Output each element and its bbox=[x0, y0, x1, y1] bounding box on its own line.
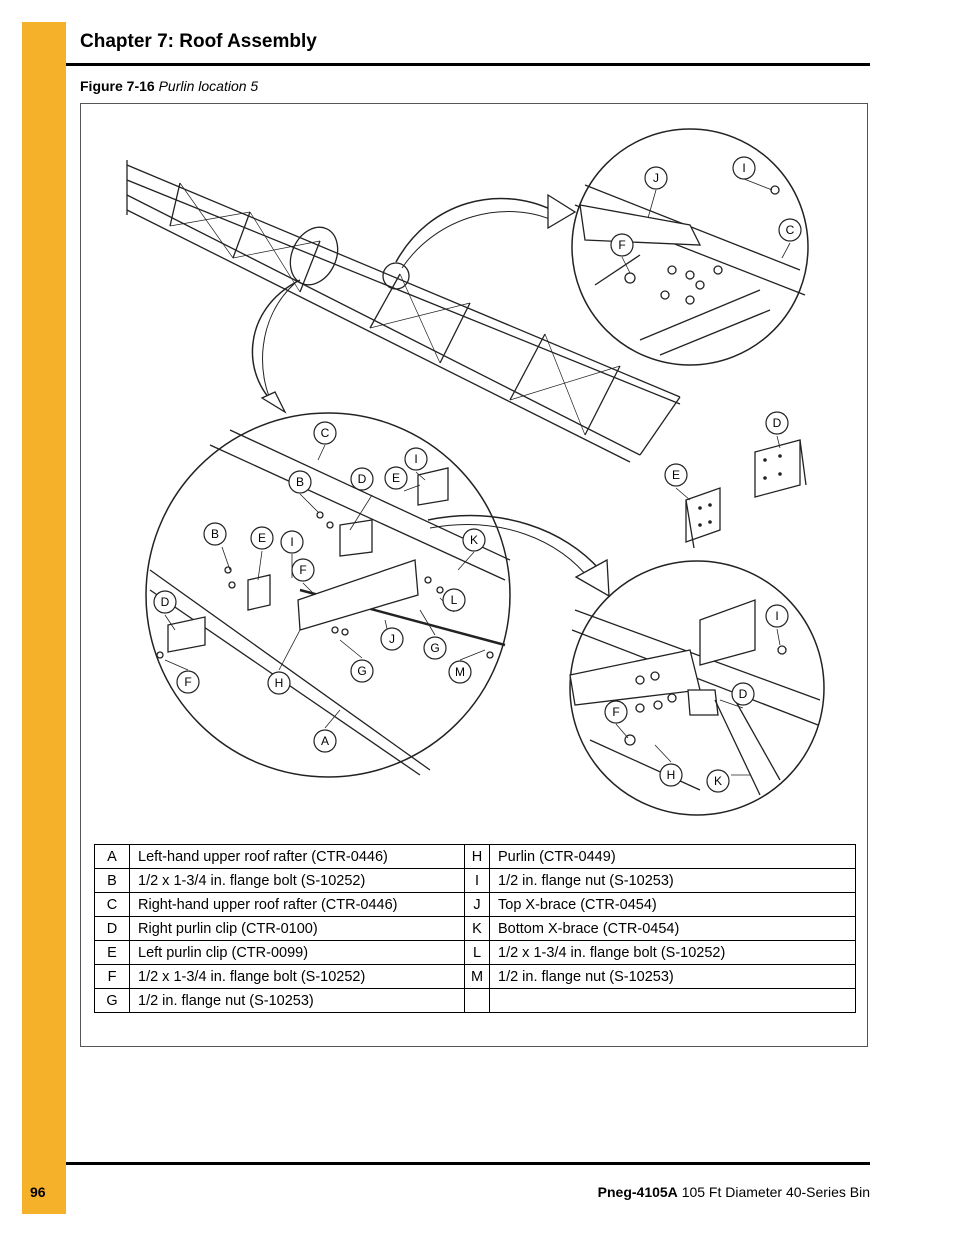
callout-f: F bbox=[618, 238, 625, 252]
callout-f: F bbox=[612, 705, 619, 719]
part-description: Bottom X-brace (CTR-0454) bbox=[489, 916, 856, 941]
header-rule bbox=[66, 63, 870, 66]
callout-d: D bbox=[358, 472, 367, 486]
callout-f: F bbox=[299, 563, 306, 577]
part-description: Left-hand upper roof rafter (CTR-0446) bbox=[129, 844, 465, 869]
footer-document-title: Pneg-4105A 105 Ft Diameter 40-Series Bin bbox=[598, 1184, 870, 1200]
part-key: K bbox=[464, 916, 490, 941]
figure-caption: Figure 7-16 Purlin location 5 bbox=[80, 78, 258, 94]
callout-e: E bbox=[672, 468, 680, 482]
part-description: Left purlin clip (CTR-0099) bbox=[129, 940, 465, 965]
part-key: I bbox=[464, 868, 490, 893]
callout-a: A bbox=[321, 734, 329, 748]
part-key: L bbox=[464, 940, 490, 965]
callout-h: H bbox=[275, 676, 284, 690]
part-description: 1/2 in. flange nut (S-10253) bbox=[489, 964, 856, 989]
callout-d: D bbox=[161, 595, 170, 609]
document-code: Pneg-4105A bbox=[597, 1184, 678, 1200]
callout-i: I bbox=[414, 452, 417, 466]
part-description: 1/2 x 1-3/4 in. flange bolt (S-10252) bbox=[489, 940, 856, 965]
callout-i: I bbox=[775, 609, 778, 623]
document-title: 105 Ft Diameter 40-Series Bin bbox=[681, 1184, 870, 1200]
callout-b: B bbox=[211, 527, 219, 541]
callout-c: C bbox=[321, 426, 330, 440]
part-description: 1/2 x 1-3/4 in. flange bolt (S-10252) bbox=[129, 964, 465, 989]
callout-j: J bbox=[389, 632, 395, 646]
callout-m: M bbox=[455, 665, 465, 679]
callout-e: E bbox=[258, 531, 266, 545]
chapter-tab-bar bbox=[22, 22, 66, 1214]
callout-e: E bbox=[392, 471, 400, 485]
callout-k: K bbox=[714, 774, 722, 788]
part-description: Right purlin clip (CTR-0100) bbox=[129, 916, 465, 941]
part-key: F bbox=[94, 964, 130, 989]
part-key: D bbox=[94, 916, 130, 941]
part-description: Top X-brace (CTR-0454) bbox=[489, 892, 856, 917]
callout-i: I bbox=[742, 161, 745, 175]
part-description: 1/2 in. flange nut (S-10253) bbox=[489, 868, 856, 893]
callout-c: C bbox=[786, 223, 795, 237]
chapter-title: Chapter 7: Roof Assembly bbox=[80, 31, 317, 52]
part-key: C bbox=[94, 892, 130, 917]
callout-l: L bbox=[451, 593, 458, 607]
figure-title: Purlin location 5 bbox=[158, 78, 259, 94]
callout-d: D bbox=[773, 416, 782, 430]
figure-number: Figure 7-16 bbox=[80, 78, 155, 94]
part-key bbox=[464, 988, 490, 1013]
part-key: M bbox=[464, 964, 490, 989]
callout-g: G bbox=[357, 664, 366, 678]
part-description: 1/2 x 1-3/4 in. flange bolt (S-10252) bbox=[129, 868, 465, 893]
callout-k: K bbox=[470, 533, 478, 547]
part-description: Purlin (CTR-0449) bbox=[489, 844, 856, 869]
part-key: B bbox=[94, 868, 130, 893]
footer-rule bbox=[66, 1162, 870, 1165]
callout-f: F bbox=[184, 675, 191, 689]
callout-b: B bbox=[296, 475, 304, 489]
part-key: G bbox=[94, 988, 130, 1013]
callout-h: H bbox=[667, 768, 676, 782]
figure-frame bbox=[80, 103, 868, 1047]
part-key: H bbox=[464, 844, 490, 869]
page-number: 96 bbox=[30, 1184, 46, 1200]
part-description: Right-hand upper roof rafter (CTR-0446) bbox=[129, 892, 465, 917]
part-description: 1/2 in. flange nut (S-10253) bbox=[129, 988, 465, 1013]
part-key: A bbox=[94, 844, 130, 869]
part-description bbox=[489, 988, 856, 1013]
part-key: E bbox=[94, 940, 130, 965]
part-key: J bbox=[464, 892, 490, 917]
callout-i: I bbox=[290, 535, 293, 549]
callout-g: G bbox=[430, 641, 439, 655]
callout-j: J bbox=[653, 171, 659, 185]
callout-d: D bbox=[739, 687, 748, 701]
